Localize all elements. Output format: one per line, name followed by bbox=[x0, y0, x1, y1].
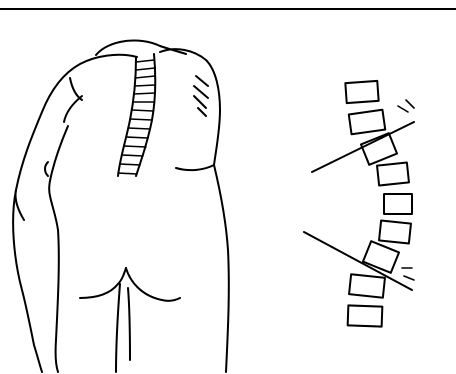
vertebra-3 bbox=[361, 133, 397, 165]
upper-tick-mark bbox=[398, 100, 414, 112]
vertebra-2 bbox=[349, 110, 385, 135]
head-outline bbox=[96, 40, 186, 55]
vertebra-5 bbox=[384, 194, 412, 214]
vertebrae-diagram bbox=[304, 81, 414, 327]
right-gluteal-fold bbox=[126, 268, 180, 301]
vertebra-9 bbox=[348, 305, 383, 326]
left-armpit-curve bbox=[64, 96, 82, 122]
vertebra-4 bbox=[377, 162, 409, 185]
vertebra-7 bbox=[363, 241, 399, 273]
vertebra-6 bbox=[379, 220, 411, 243]
lower-tick-mark bbox=[402, 268, 414, 280]
vertebra-1 bbox=[345, 81, 378, 103]
left-arm-outline bbox=[13, 190, 42, 372]
rib-hump-mark-2 bbox=[194, 86, 208, 98]
left-elbow-mark bbox=[45, 162, 48, 176]
right-waist-curve bbox=[176, 165, 214, 170]
torso-back-illustration bbox=[13, 40, 229, 372]
right-shoulder-outline bbox=[160, 49, 220, 165]
rib-hump-mark-4 bbox=[198, 108, 206, 116]
gluteal-cleft-left bbox=[116, 284, 120, 372]
upper-endplate-line bbox=[312, 122, 414, 172]
rib-hump-mark-1 bbox=[196, 76, 208, 86]
spine-rungs bbox=[118, 60, 155, 174]
spine-left-rail bbox=[118, 58, 136, 176]
left-shoulder-outline bbox=[15, 55, 137, 220]
gluteal-cleft-right bbox=[128, 288, 130, 360]
spine-right-rail bbox=[136, 54, 155, 176]
left-body-outline bbox=[49, 126, 68, 372]
right-flank-outline bbox=[214, 165, 229, 372]
rib-hump-mark-3 bbox=[194, 96, 206, 108]
vertebra-8 bbox=[349, 274, 385, 297]
